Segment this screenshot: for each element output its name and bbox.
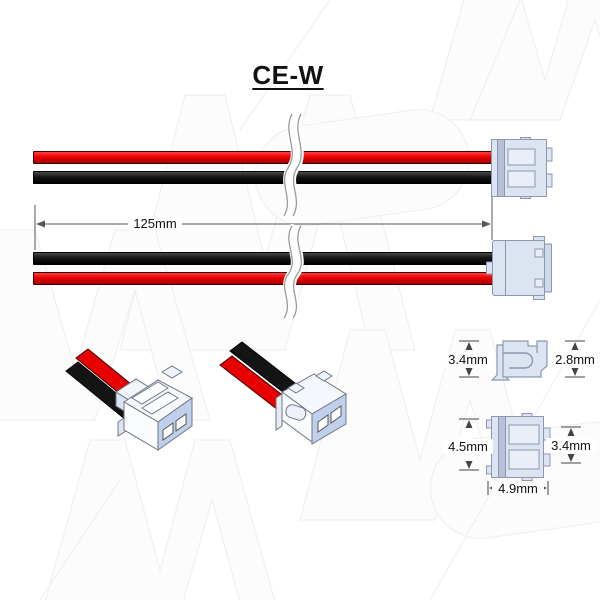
housing-width-label: 4.9mm <box>492 481 544 496</box>
plug-profile-drawing <box>490 340 548 381</box>
assembly1-black-wire <box>33 171 497 184</box>
dimension-arrows <box>561 426 581 464</box>
assembly1-red-wire <box>33 151 497 164</box>
dimension-arrows <box>565 340 585 378</box>
housing-inner-height-label: 3.4mm <box>546 438 596 453</box>
page-title: CE-W <box>252 60 324 90</box>
housing-outer-height-label: 4.5mm <box>443 439 493 454</box>
dimension-arrows <box>459 418 479 471</box>
assembly2-red-wire <box>33 272 497 285</box>
plug-outer-height-label: 3.4mm <box>443 352 493 367</box>
plug-inner-height-label: 2.8mm <box>550 352 600 367</box>
cable-length-label: 125mm <box>128 216 182 231</box>
break-symbol-icon <box>282 112 304 218</box>
dimension-arrows <box>459 340 479 378</box>
break-symbol-icon <box>282 224 304 320</box>
assembly2-connector-top-view <box>486 236 552 300</box>
connector-3d-view-front <box>65 348 193 451</box>
length-dimension-lines <box>34 197 493 250</box>
assembly2-black-wire <box>33 252 497 265</box>
assembly1-connector-side-view <box>491 137 553 199</box>
connector-3d-view-rear <box>219 341 347 445</box>
